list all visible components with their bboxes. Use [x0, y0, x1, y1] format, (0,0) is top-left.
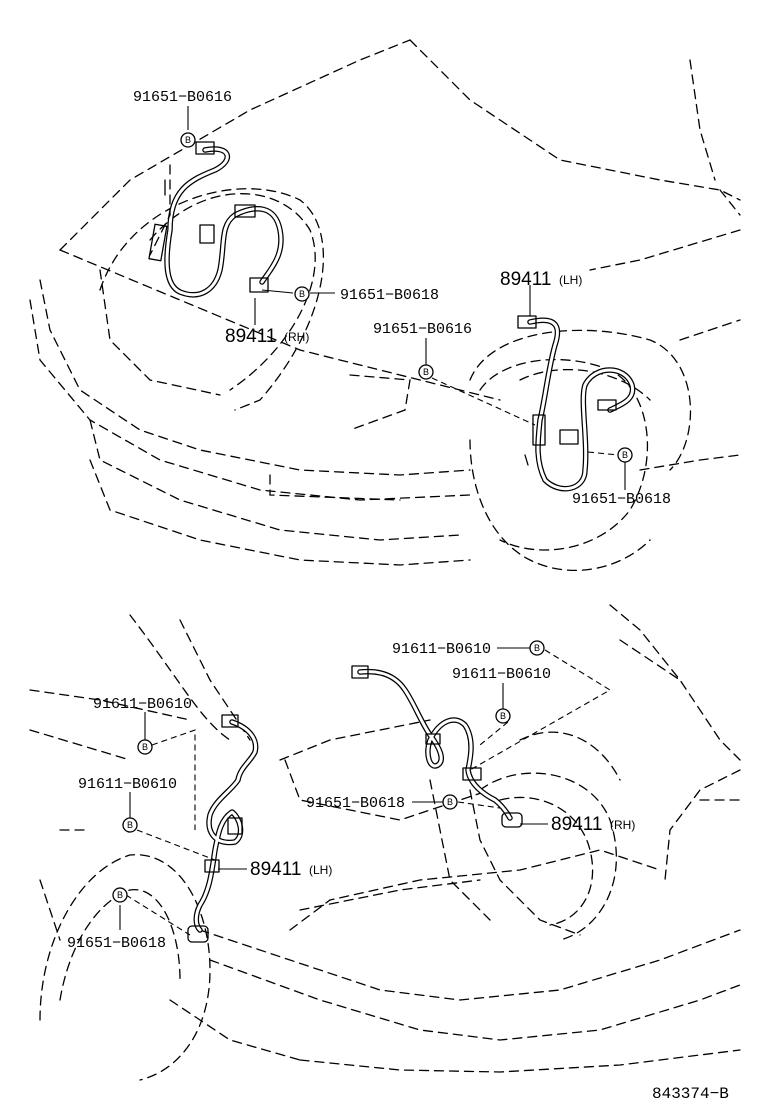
- bottom-sensor-part-number-lh: 89411: [250, 859, 301, 880]
- top-bolt-marker-lh: B: [617, 447, 633, 463]
- svg-text:B: B: [127, 820, 133, 830]
- svg-text:B: B: [299, 289, 305, 299]
- bottom-sensor-side-rh: (RH): [610, 818, 635, 832]
- top-clip-part-number-rh: 91651−B0616: [133, 89, 232, 106]
- bottom-clip-marker-lh-1: B: [137, 739, 153, 755]
- svg-text:B: B: [447, 797, 453, 807]
- bottom-bolt-marker-rh: B: [442, 794, 458, 810]
- bottom-bolt-part-number-rh: 91651−B0618: [306, 795, 405, 812]
- top-sensor-part-number-lh: 89411: [500, 269, 551, 290]
- top-bolt-part-number-rh: 91651−B0618: [340, 287, 439, 304]
- top-leaders: [149, 106, 626, 490]
- bottom-sensor-part-number-rh: 89411: [551, 814, 602, 835]
- top-clip-part-number-lh: 91651−B0616: [373, 321, 472, 338]
- bottom-clip-marker-rh-1: B: [529, 640, 545, 656]
- top-vehicle-outline: [29, 39, 741, 572]
- bottom-clip-part-number-lh-2: 91611−B0610: [78, 776, 177, 793]
- bottom-clip-marker-lh-2: B: [122, 817, 138, 833]
- svg-text:B: B: [423, 367, 429, 377]
- svg-text:B: B: [622, 450, 628, 460]
- illustration-reference-number: 843374−B: [652, 1085, 729, 1103]
- top-clip-marker-rh: B: [180, 132, 196, 148]
- top-bolt-marker-rh: B: [294, 286, 310, 302]
- bottom-clip-part-number-rh-1: 91611−B0610: [392, 641, 491, 658]
- bottom-clip-marker-rh-2: B: [495, 708, 511, 724]
- svg-text:B: B: [534, 643, 540, 653]
- svg-text:B: B: [500, 711, 506, 721]
- bottom-rh-sensor-harness: [351, 665, 523, 828]
- bottom-sensor-side-lh: (LH): [309, 863, 332, 877]
- top-sensor-side-rh: (RH): [284, 330, 309, 344]
- top-rh-sensor-harness: [148, 141, 284, 298]
- bottom-lh-sensor-harness: [187, 714, 259, 943]
- top-lh-sensor-harness: [517, 315, 636, 492]
- bottom-clip-part-number-lh-1: 91611−B0610: [93, 696, 192, 713]
- bottom-bolt-part-number-lh: 91651−B0618: [67, 935, 166, 952]
- top-sensor-part-number-rh: 89411: [225, 326, 276, 347]
- bottom-vehicle-outline: [29, 604, 741, 1081]
- top-bolt-part-number-lh: 91651−B0618: [572, 491, 671, 508]
- top-sensor-side-lh: (LH): [559, 273, 582, 287]
- svg-text:B: B: [117, 890, 123, 900]
- svg-text:B: B: [142, 742, 148, 752]
- top-clip-marker-lh: B: [418, 364, 434, 380]
- svg-text:B: B: [185, 135, 191, 145]
- bottom-clip-part-number-rh-2: 91611−B0610: [452, 666, 551, 683]
- bottom-bolt-marker-lh: B: [112, 887, 128, 903]
- bottom-leaders: [119, 647, 612, 936]
